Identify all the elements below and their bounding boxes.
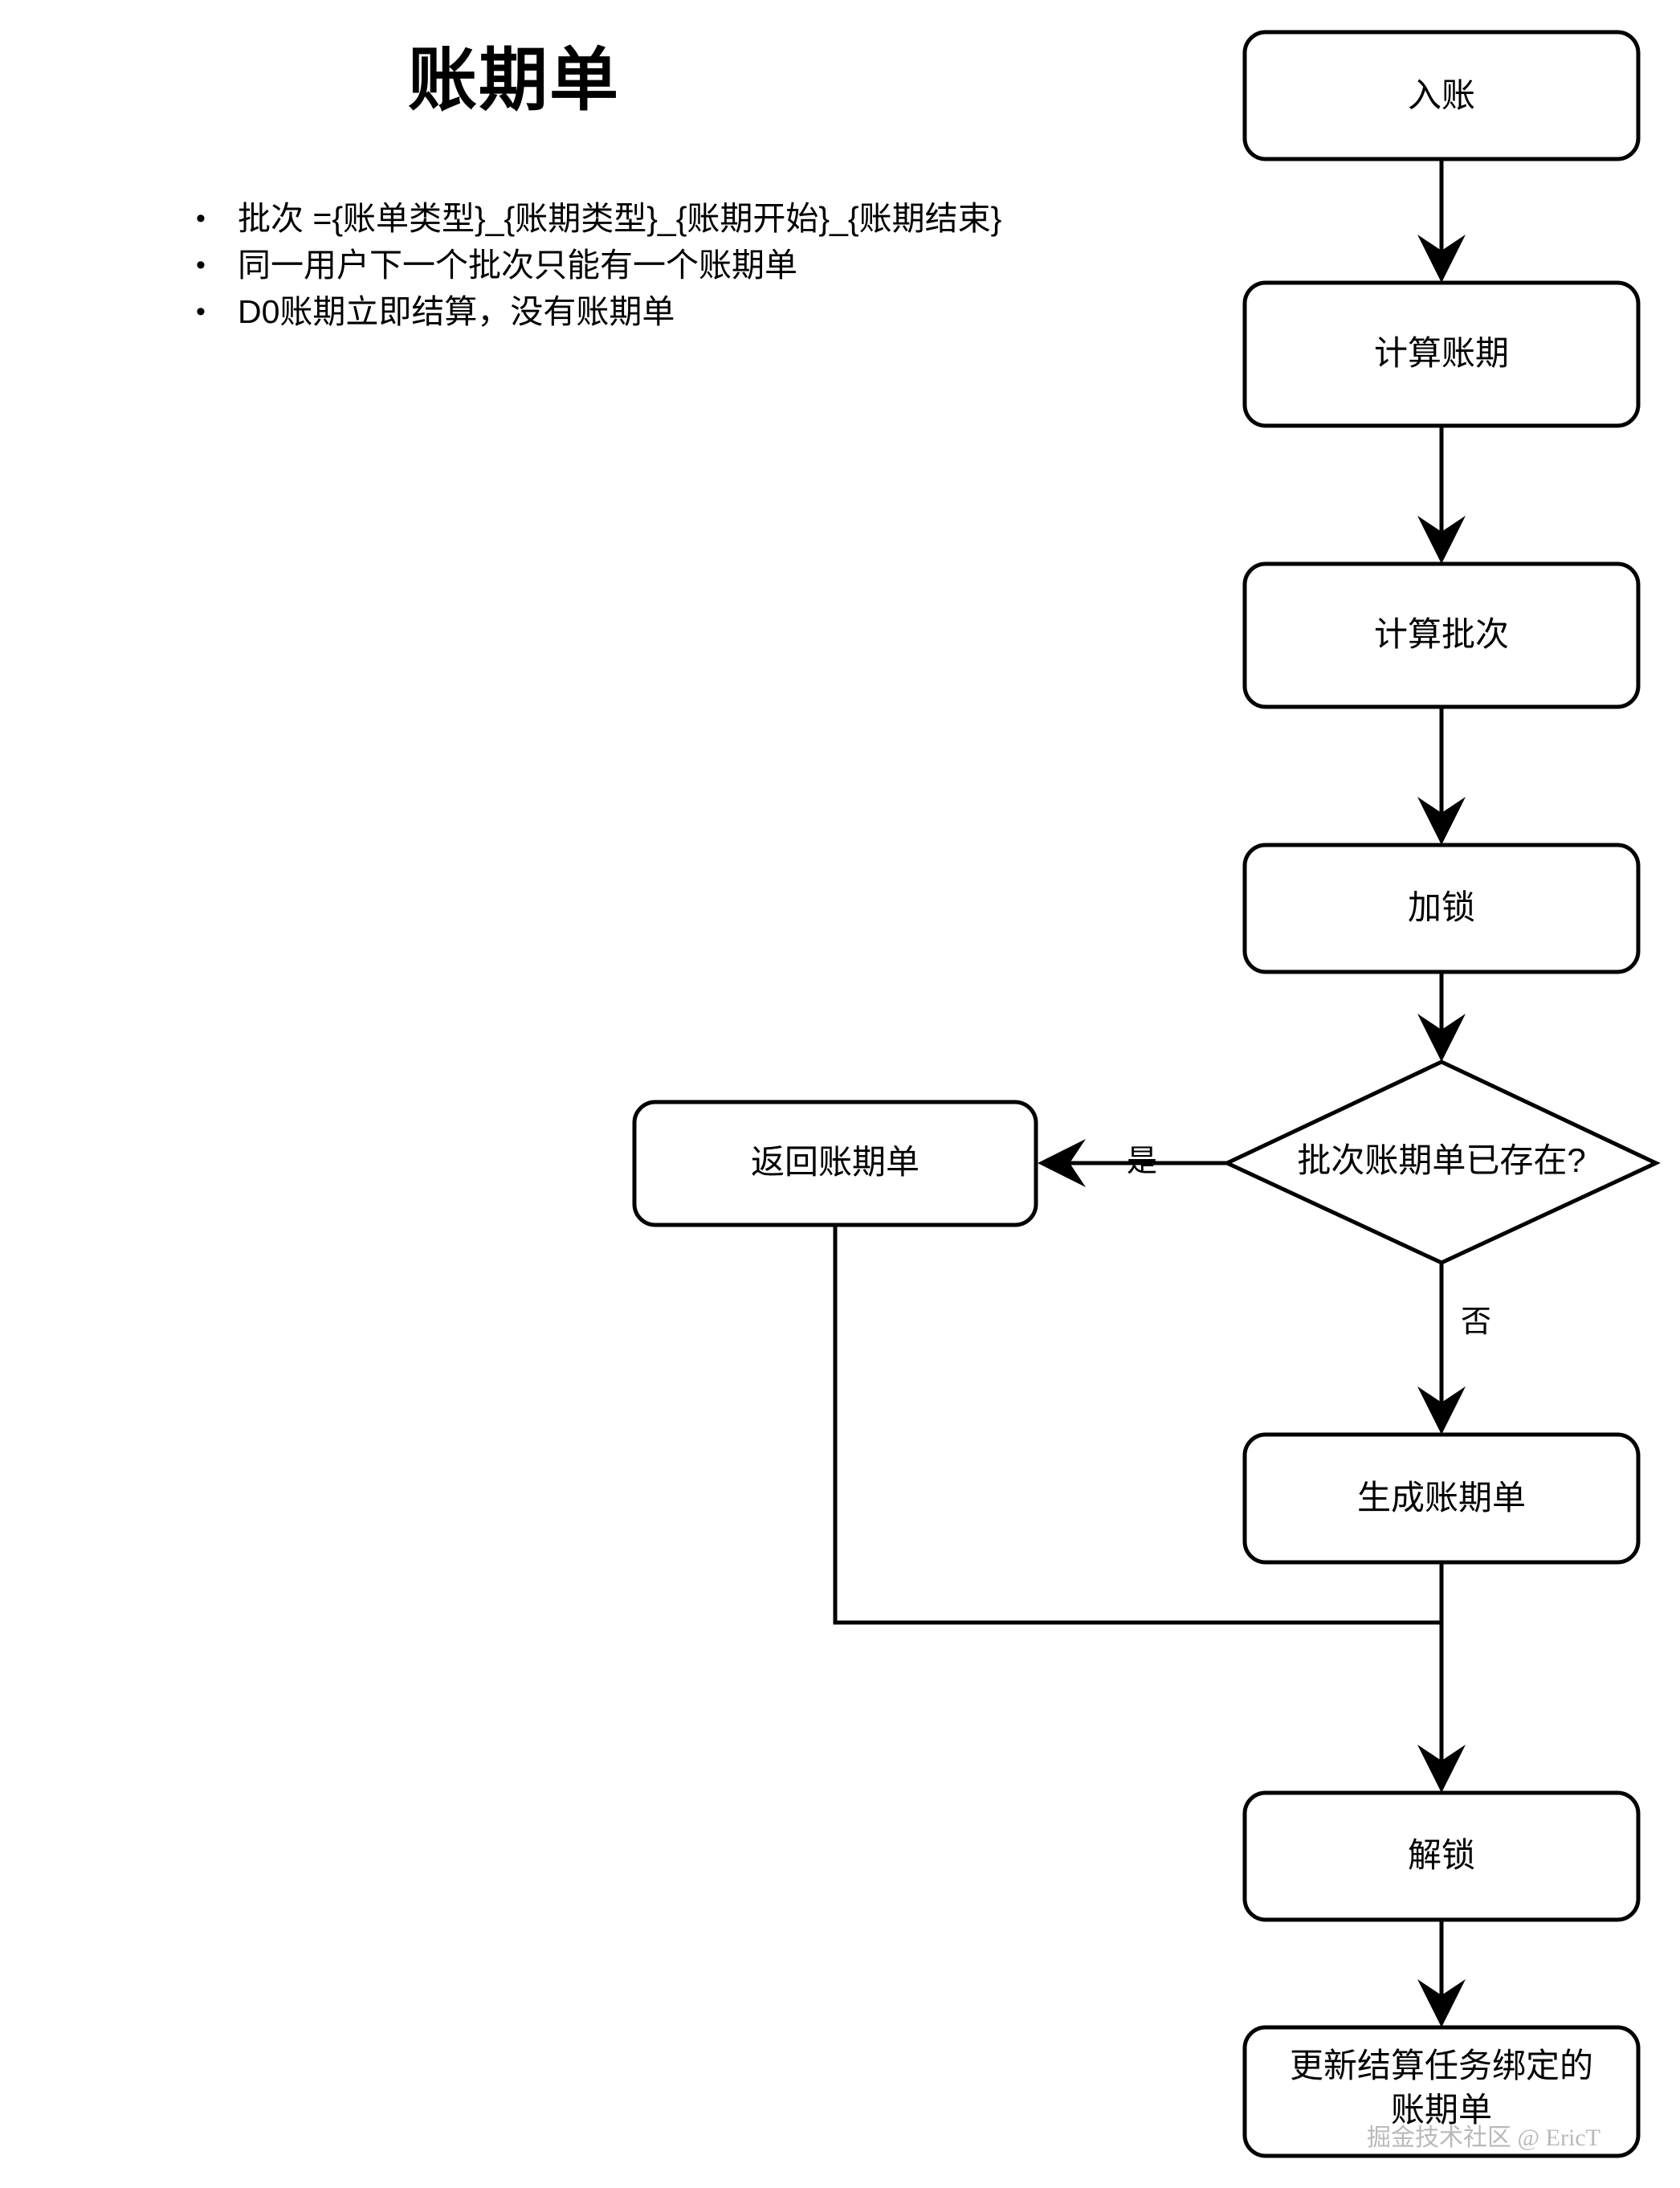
node-jisuan-zhangqi-shape[interactable] — [1242, 280, 1641, 428]
edge-shengcheng-to-jiesuo — [1417, 1562, 1466, 1793]
edge-jiasuo-to-decision — [1417, 972, 1466, 1062]
bullet-icon: • — [196, 203, 206, 234]
node-jisuan-pici[interactable]: 计算批次 — [1242, 561, 1641, 709]
node-jisuan-pici-label: 计算批次 — [1374, 615, 1509, 653]
node-jisuan-pici-shape[interactable] — [1242, 561, 1641, 709]
node-shengcheng-zhangqidan-shape[interactable] — [1242, 1432, 1641, 1565]
node-ruzhang[interactable]: 入账 — [1242, 30, 1641, 161]
node-fanhui-zhangqidan-shape[interactable] — [632, 1100, 1038, 1227]
edge-fanhui-to-jiesuo — [833, 1225, 1441, 1625]
node-decision-pici-zhangqidan-exists[interactable]: 批次账期单已存在? — [1222, 1059, 1661, 1265]
edge-decision-no-to-shengcheng: 否 — [1417, 1263, 1491, 1435]
node-shengcheng-zhangqidan-label: 生成账期单 — [1357, 1479, 1526, 1516]
node-jiasuo-shape[interactable] — [1242, 843, 1641, 974]
node-jisuan-zhangqi[interactable]: 计算账期 — [1242, 280, 1641, 428]
list-item: • 同一用户下一个批次只能有一个账期单 — [191, 242, 1139, 288]
node-jiasuo[interactable]: 加锁 — [1242, 843, 1641, 974]
list-item: • 批次 ={账单类型}_{账期类型}_{账期开始}_{账期结束} — [191, 195, 1139, 242]
page-title: 账期单 — [408, 42, 620, 119]
edge-label-no: 否 — [1461, 1305, 1491, 1339]
node-jisuan-zhangqi-label: 计算账期 — [1374, 334, 1509, 372]
node-fanhui-zhangqidan-label: 返回账期单 — [751, 1143, 920, 1181]
bullet-icon: • — [196, 250, 206, 280]
node-decision-shape[interactable] — [1222, 1059, 1661, 1265]
node-gengxin-jiesuan-renwu-label-line2: 账期单 — [1391, 2091, 1492, 2129]
node-decision-label: 批次账期单已存在? — [1297, 1141, 1585, 1179]
node-jiesuo-shape[interactable] — [1242, 1790, 1641, 1922]
edge-jiesuo-to-gengxin — [1417, 1920, 1466, 2027]
watermark: 掘金技术社区 @ EricT — [1367, 2125, 1600, 2151]
node-ruzhang-label: 入账 — [1408, 76, 1475, 114]
node-ruzhang-shape[interactable] — [1242, 30, 1641, 161]
edge-ruzhang-to-jisuanzhangqi — [1417, 159, 1466, 283]
node-gengxin-jiesuan-renwu[interactable]: 更新结算任务绑定的 账期单 — [1242, 2025, 1641, 2158]
node-fanhui-zhangqidan[interactable]: 返回账期单 — [632, 1100, 1038, 1227]
edge-jisuanpici-to-jiasuo — [1417, 707, 1466, 845]
list-item: • D0账期立即结算，没有账期单 — [191, 288, 1139, 335]
node-shengcheng-zhangqidan[interactable]: 生成账期单 — [1242, 1432, 1641, 1565]
list-item-label: 批次 ={账单类型}_{账期类型}_{账期开始}_{账期结束} — [238, 200, 1002, 237]
node-gengxin-jiesuan-renwu-label-line1: 更新结算任务绑定的 — [1290, 2047, 1593, 2084]
list-item-label: 同一用户下一个批次只能有一个账期单 — [238, 247, 797, 284]
edge-jisuanzhangqi-to-jisuanpici — [1417, 426, 1466, 564]
node-jiasuo-label: 加锁 — [1408, 888, 1475, 926]
edge-decision-yes-to-fanhui: 是 — [1038, 1139, 1227, 1187]
notes-list: • 批次 ={账单类型}_{账期类型}_{账期开始}_{账期结束} • 同一用户… — [191, 195, 1139, 335]
bullet-icon: • — [196, 296, 206, 327]
node-jiesuo[interactable]: 解锁 — [1242, 1790, 1641, 1922]
list-item-label: D0账期立即结算，没有账期单 — [238, 293, 675, 330]
edge-label-yes: 是 — [1127, 1145, 1157, 1178]
node-gengxin-jiesuan-renwu-shape[interactable] — [1242, 2025, 1641, 2158]
node-jiesuo-label: 解锁 — [1408, 1836, 1475, 1874]
